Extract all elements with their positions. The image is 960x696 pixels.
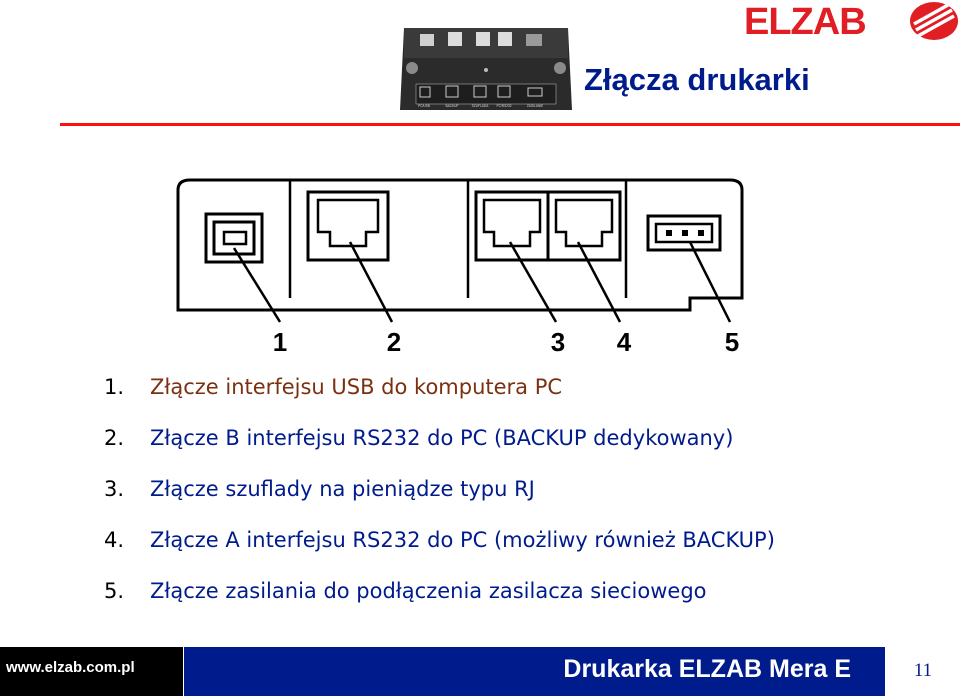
- photo-port-label: PC/USB: [418, 104, 430, 108]
- callout-3: 3: [551, 327, 565, 356]
- list-item-number: 5.: [104, 579, 125, 603]
- list-item: 4. Złącze A interfejsu RS232 do PC (możli…: [104, 515, 775, 566]
- page-number-box: 11: [886, 647, 960, 696]
- rj-port-icon: [474, 190, 550, 262]
- list-item-number: 2.: [104, 426, 125, 450]
- list-item-number: 4.: [104, 528, 125, 552]
- list-item: 2. Złącze B interfejsu RS232 do PC (BACKU…: [104, 413, 775, 464]
- photo-port-label: ZASILANIE: [527, 104, 543, 108]
- page-number: 11: [913, 660, 933, 681]
- callout-2: 2: [387, 327, 401, 356]
- elzab-logo: ELZAB: [744, 0, 960, 44]
- rj-port-icon: [306, 190, 390, 262]
- photo-port-label: SZUFLADA: [472, 104, 490, 108]
- footer-url-link[interactable]: www.elzab.com.pl: [6, 659, 135, 676]
- connector-list: 1.Złącze interfejsu USB do komputera PC …: [104, 362, 775, 617]
- footer-url-panel: www.elzab.com.pl: [0, 647, 183, 696]
- rj-port-icon: [546, 190, 622, 262]
- footer: www.elzab.com.pl Drukarka ELZAB Mera E 1…: [0, 647, 960, 696]
- list-item: 1. Złącze interfejsu USB do komputera PC: [104, 362, 775, 413]
- list-item-text: Złącze zasilania do podłączenia zasilacz…: [150, 579, 707, 603]
- power-port-icon: [646, 214, 722, 252]
- list-item: 5. Złącze zasilania do podłączenia zasila…: [104, 566, 775, 617]
- logo-text: ELZAB: [744, 1, 867, 43]
- connector-diagram: 1 2 3 4 5: [176, 178, 744, 356]
- footer-product-name: Drukarka ELZAB Mera E: [563, 655, 851, 683]
- list-item-number: 3.: [104, 477, 125, 501]
- list-item-number: 1.: [104, 375, 125, 399]
- list-item-text: Złącze interfejsu USB do komputera PC: [150, 375, 563, 399]
- photo-port-label: PC/RS232: [496, 104, 511, 108]
- list-item-text: Złącze A interfejsu RS232 do PC (możliwy…: [150, 528, 775, 552]
- title-divider: [60, 123, 960, 126]
- callout-4: 4: [617, 327, 632, 356]
- usb-port-icon: [204, 212, 264, 264]
- list-item-text: Złącze szuflady na pieniądze typu RJ: [150, 477, 535, 501]
- logo-swoosh-icon: [910, 2, 958, 40]
- footer-title-bar: Drukarka ELZAB Mera E: [184, 647, 885, 696]
- list-item-text: Złącze B interfejsu RS232 do PC (BACKUP …: [150, 426, 734, 450]
- callout-1: 1: [273, 327, 287, 356]
- callout-5: 5: [725, 327, 739, 356]
- printer-photo: PC/USB BACKUP SZUFLADA PC/RS232 ZASILANI…: [398, 20, 574, 110]
- page-title: Złącza drukarki: [584, 62, 810, 97]
- list-item: 3. Złącze szuflady na pieniądze typu RJ: [104, 464, 775, 515]
- photo-port-label: BACKUP: [445, 104, 458, 108]
